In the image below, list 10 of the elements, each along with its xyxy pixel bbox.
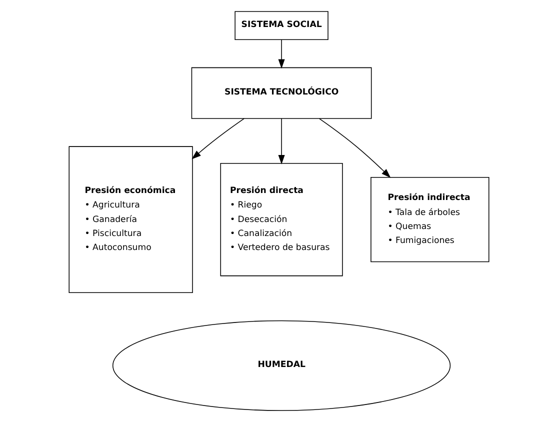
arrow <box>191 118 244 160</box>
node-box: SISTEMA TECNOLÓGICO <box>190 67 372 119</box>
arrow <box>278 118 284 164</box>
node-box: Presión directa • Riego • Desecación • Canalización • Vertedero de basuras <box>220 162 342 276</box>
node-box: Presión indirecta • Tala de árboles • Quemas • Fumigaciones <box>370 177 489 262</box>
node-ellipse: HUMEDAL <box>112 320 450 411</box>
node-box: Presión económica • Agricultura • Ganadería • Piscicultura • Autoconsumo <box>68 146 192 293</box>
node-box: SISTEMA SOCIAL <box>234 11 328 40</box>
arrow <box>318 118 390 178</box>
arrow <box>278 39 284 69</box>
